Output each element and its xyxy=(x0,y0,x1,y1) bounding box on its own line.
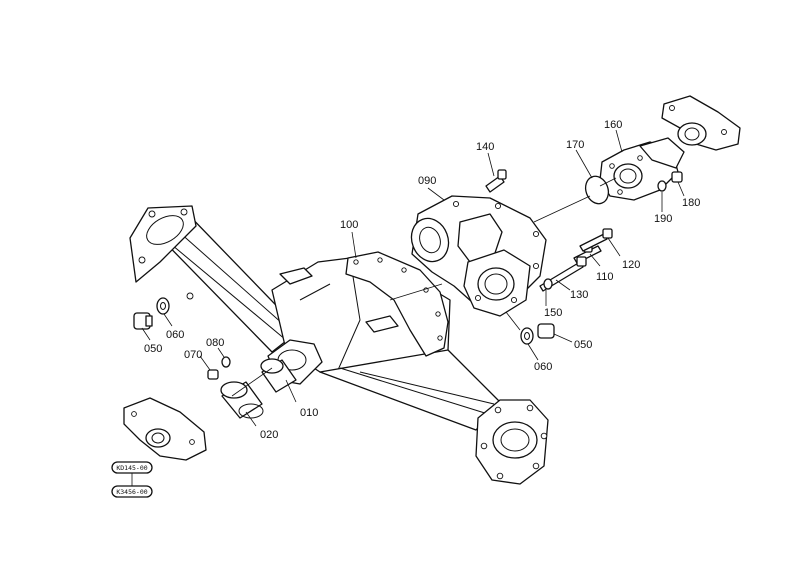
callout-050-left: 050 xyxy=(144,343,162,355)
o-ring xyxy=(584,175,610,205)
plug-070 xyxy=(207,369,219,380)
bearing-cap xyxy=(599,137,685,201)
alignment-lines xyxy=(231,177,617,397)
callout-180: 180 xyxy=(682,197,700,209)
callout-140: 140 xyxy=(476,141,494,153)
callout-070: 070 xyxy=(184,349,202,361)
serial-top: KD145-00 xyxy=(116,464,147,472)
callout-labels: 010 020 050 050 060 060 070 080 090 100 … xyxy=(144,119,700,441)
callout-190: 190 xyxy=(654,213,672,225)
callout-110: 110 xyxy=(596,271,614,283)
callout-150: 150 xyxy=(544,307,562,319)
gear-case-cover xyxy=(410,195,547,317)
callout-050-right: 050 xyxy=(574,339,592,351)
drain-plug-left xyxy=(133,312,153,330)
axle-housing xyxy=(129,205,549,485)
callout-060-left: 060 xyxy=(166,329,184,341)
callout-170: 170 xyxy=(566,139,584,151)
support-bracket-right xyxy=(661,95,741,151)
callout-060-right: 060 xyxy=(534,361,552,373)
callout-130: 130 xyxy=(570,289,588,301)
callout-090: 090 xyxy=(418,175,436,187)
callout-120: 120 xyxy=(622,259,640,271)
washer-left xyxy=(156,297,170,315)
serial-markers: KD145-00 K3456-00 xyxy=(111,461,153,498)
bushing xyxy=(220,381,264,419)
callout-080: 080 xyxy=(206,337,224,349)
callout-020: 020 xyxy=(260,429,278,441)
washer-150 xyxy=(543,278,553,290)
bolt-120 xyxy=(579,228,613,252)
washer-080 xyxy=(221,356,231,368)
washer-right xyxy=(520,327,534,345)
callout-100: 100 xyxy=(340,219,358,231)
serial-pill-bottom xyxy=(111,485,153,498)
support-bracket-left xyxy=(123,397,207,461)
bolt-180 xyxy=(671,171,683,183)
callout-010: 010 xyxy=(300,407,318,419)
washer-190 xyxy=(657,180,667,192)
serial-bottom: K3456-00 xyxy=(116,488,147,496)
callout-160: 160 xyxy=(604,119,622,131)
callout-leaders xyxy=(141,129,685,427)
bolt-140 xyxy=(485,169,507,193)
drain-plug-right xyxy=(537,323,555,339)
